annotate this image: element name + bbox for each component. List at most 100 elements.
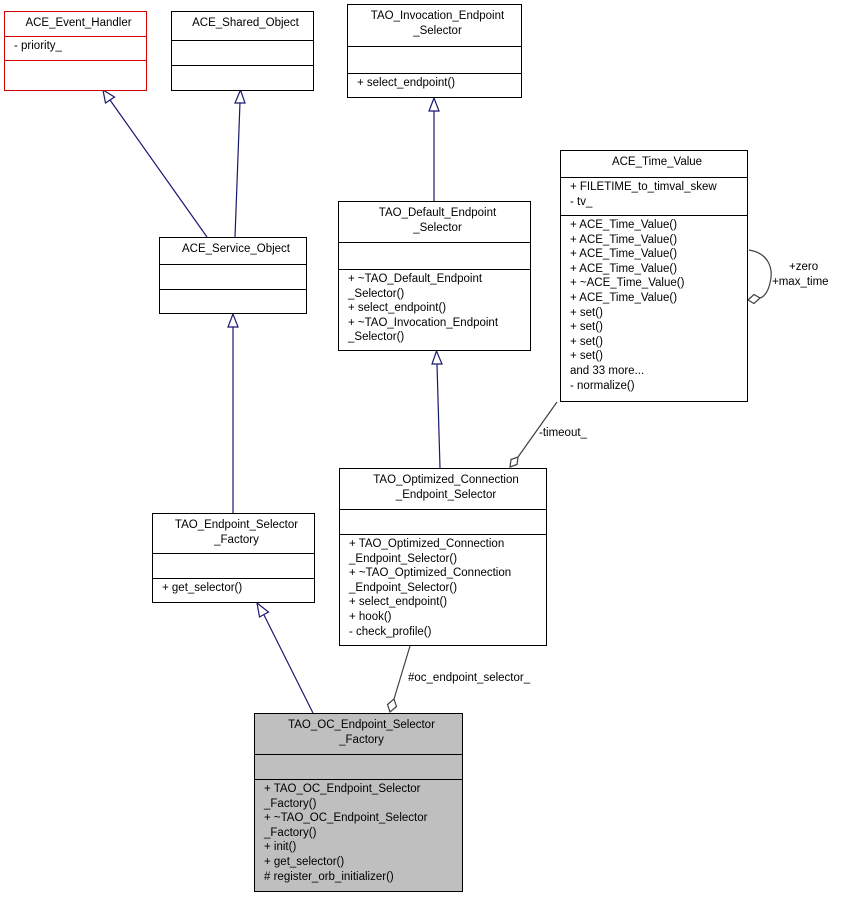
class-title-line: _Factory — [339, 733, 384, 746]
edge-timeout — [517, 401, 558, 458]
class-title-line: _Factory — [214, 533, 259, 546]
method: + ACE_Time_Value() — [570, 262, 678, 275]
class-title-line: ACE_Shared_Object — [192, 17, 299, 29]
class-title-line: _Selector — [413, 221, 462, 234]
method: + ACE_Time_Value() — [570, 233, 678, 246]
edge-oc-endpoint-selector — [393, 645, 411, 700]
methods-section: + ~TAO_Default_Endpoint _Selector() + se… — [339, 269, 530, 350]
method: + hook() — [349, 610, 392, 623]
class-title-line: TAO_Invocation_Endpoint — [370, 10, 505, 22]
method: + TAO_Optimized_Connection — [349, 538, 505, 550]
method: + ~TAO_Optimized_Connection — [349, 567, 512, 580]
attribute: + FILETIME_to_timval_skew — [570, 181, 717, 193]
edge-optimized-to-default — [436, 363, 441, 469]
methods-section: + ACE_Time_Value() + ACE_Time_Value() + … — [561, 215, 747, 401]
methods-section — [160, 289, 306, 313]
method: _Factory() — [264, 826, 317, 839]
attributes-section — [348, 46, 521, 73]
class-title: ACE_Shared_Object — [172, 12, 313, 40]
class-title: TAO_Endpoint_Selector _Factory — [153, 514, 314, 553]
class-title: TAO_Invocation_Endpoint _Selector — [348, 5, 521, 46]
method: _Factory() — [264, 797, 317, 810]
method: _Endpoint_Selector() — [349, 581, 458, 594]
methods-section: + TAO_Optimized_Connection _Endpoint_Sel… — [340, 534, 546, 645]
attributes-section — [172, 40, 313, 65]
edge-time-value-self — [748, 249, 772, 299]
method: + ~TAO_Default_Endpoint — [348, 273, 483, 285]
class-ace-shared-object[interactable]: ACE_Shared_Object — [171, 11, 314, 91]
method: + set() — [570, 335, 603, 348]
arrowhead-factory — [256, 601, 270, 618]
class-title-line: TAO_Endpoint_Selector — [174, 519, 299, 531]
class-title-line: TAO_Default_Endpoint — [378, 207, 497, 219]
method: + TAO_OC_Endpoint_Selector — [264, 783, 421, 795]
more-members-note: and 33 more... — [570, 364, 645, 377]
class-tao-invocation-endpoint-selector[interactable]: TAO_Invocation_Endpoint _Selector + sele… — [347, 4, 522, 98]
method: + set() — [570, 350, 603, 363]
method: # register_orb_initializer() — [264, 870, 394, 883]
edge-label-zero: +zero — [789, 261, 819, 273]
attributes-section — [255, 754, 462, 779]
class-title-line: TAO_OC_Endpoint_Selector — [288, 719, 435, 731]
class-title: ACE_Service_Object — [160, 238, 306, 264]
edge-label-max-time: +max_time — [772, 276, 829, 288]
methods-section: + get_selector() — [153, 578, 314, 602]
attributes-section: - priority_ — [5, 36, 146, 60]
method: + ~TAO_Invocation_Endpoint — [348, 316, 499, 329]
method: + set() — [570, 321, 603, 334]
class-tao-endpoint-selector-factory[interactable]: TAO_Endpoint_Selector _Factory + get_sel… — [152, 513, 315, 603]
methods-section: + select_endpoint() — [348, 73, 521, 97]
class-title-line: ACE_Time_Value — [611, 156, 703, 168]
class-title: ACE_Time_Value — [561, 151, 747, 177]
method: + ~ACE_Time_Value() — [570, 277, 685, 290]
class-ace-event-handler[interactable]: ACE_Event_Handler - priority_ — [4, 11, 147, 91]
method: _Selector() — [348, 331, 405, 344]
class-title-line: _Selector — [413, 24, 462, 37]
method: - normalize() — [570, 379, 635, 392]
diamond-oc-endpoint-selector — [386, 697, 398, 714]
arrowhead-shared-object — [234, 88, 246, 104]
methods-section — [172, 65, 313, 90]
edge-service-object-to-shared-object — [234, 101, 241, 238]
class-title: ACE_Event_Handler — [5, 12, 146, 36]
method: + select_endpoint() — [348, 302, 447, 315]
arrowhead-service-object — [227, 312, 239, 328]
edge-oc-factory-to-factory — [263, 614, 314, 714]
methods-section: + TAO_OC_Endpoint_Selector _Factory() + … — [255, 779, 462, 891]
method: + get_selector() — [162, 582, 243, 594]
attributes-section — [153, 553, 314, 578]
methods-section — [5, 60, 146, 90]
attribute: - priority_ — [14, 40, 62, 52]
class-title-line: TAO_Optimized_Connection — [373, 474, 519, 486]
diamond-time-value-self — [746, 293, 762, 305]
class-ace-service-object[interactable]: ACE_Service_Object — [159, 237, 307, 314]
attributes-section — [339, 242, 530, 269]
diamond-timeout — [509, 456, 519, 468]
class-title-line: ACE_Event_Handler — [25, 17, 132, 29]
attributes-section: + FILETIME_to_timval_skew - tv_ — [561, 177, 747, 215]
class-tao-optimized-connection-endpoint-selector[interactable]: TAO_Optimized_Connection _Endpoint_Selec… — [339, 468, 547, 646]
method: + init() — [264, 841, 297, 854]
method: - check_profile() — [349, 625, 432, 638]
class-title: TAO_Default_Endpoint _Selector — [339, 202, 530, 242]
method: + select_endpoint() — [357, 77, 456, 89]
class-title-line: _Endpoint_Selector — [395, 488, 497, 501]
method: + get_selector() — [264, 855, 345, 868]
edge-label-oc-endpoint-selector: #oc_endpoint_selector_ — [408, 672, 531, 684]
class-tao-default-endpoint-selector[interactable]: TAO_Default_Endpoint _Selector + ~TAO_De… — [338, 201, 531, 351]
attributes-section — [340, 509, 546, 534]
class-tao-oc-endpoint-selector-factory[interactable]: TAO_OC_Endpoint_Selector _Factory + TAO_… — [254, 713, 463, 892]
method: _Selector() — [348, 287, 405, 300]
method: + ~TAO_OC_Endpoint_Selector — [264, 812, 428, 825]
edge-service-object-to-event-handler — [109, 99, 208, 238]
arrowhead-invocation — [428, 96, 440, 112]
method: + ACE_Time_Value() — [570, 291, 678, 304]
class-ace-time-value[interactable]: ACE_Time_Value + FILETIME_to_timval_skew… — [560, 150, 748, 402]
arrowhead-default — [431, 349, 443, 365]
method: + set() — [570, 306, 603, 319]
arrowhead-event-handler — [102, 88, 116, 105]
attribute: - tv_ — [570, 195, 593, 208]
class-title: TAO_OC_Endpoint_Selector _Factory — [255, 714, 462, 754]
edge-label-timeout: -timeout_ — [539, 427, 587, 439]
